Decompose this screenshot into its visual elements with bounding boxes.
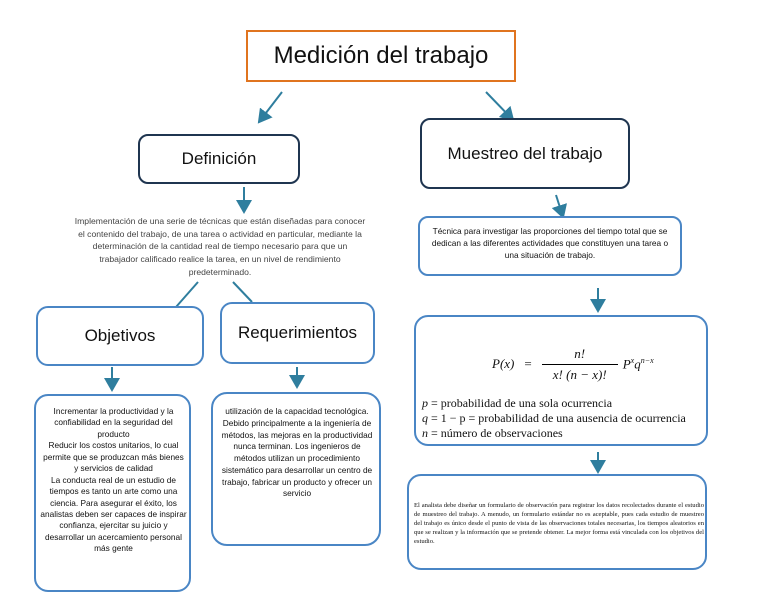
def-symbol: p: [422, 396, 428, 410]
requerimientos-box: Requerimientos: [220, 302, 375, 364]
formula-p: P: [622, 356, 631, 372]
title-box: Medición del trabajo: [246, 30, 516, 82]
formula-box: P(x) = n! x! (n − x)! Pxqn−x p = probabi…: [414, 315, 708, 446]
def-symbol: n: [422, 426, 428, 440]
muestreo-text: Técnica para investigar las proporciones…: [431, 226, 669, 261]
objetivos-box: Objetivos: [36, 306, 204, 366]
def-desc: = número de observaciones: [431, 426, 563, 440]
formula-tail: Pxqn−x: [623, 356, 654, 372]
formula-exp-x: x: [630, 355, 635, 365]
def-symbol: q: [422, 411, 428, 425]
objetivo-item: Incrementar la productividad y la confia…: [53, 406, 174, 439]
formula: P(x) = n! x! (n − x)! Pxqn−x: [492, 341, 654, 387]
def-row: q = 1 − p = probabilidad de una ausencia…: [422, 411, 686, 426]
fraction-bar: [541, 363, 618, 365]
requerimientos-label: Requerimientos: [237, 323, 358, 342]
objetivos-list: Incrementar la productividad y la confia…: [40, 406, 187, 555]
def-row: p = probabilidad de una sola ocurrencia: [422, 396, 686, 411]
requerimientos-text: utilización de la capacidad tecnológica.…: [221, 406, 373, 499]
def-row: n = número de observaciones: [422, 426, 686, 441]
formula-numerator: n!: [574, 345, 586, 361]
muestreo-paragraph: El analista debe diseñar un formulario d…: [414, 502, 704, 545]
formula-denominator: x! (n − x)!: [552, 366, 607, 382]
muestreo-text-box: Técnica para investigar las proporciones…: [418, 216, 682, 276]
arrow-title-to-definicion: [257, 91, 283, 124]
muestreo-label: Muestreo del trabajo: [447, 143, 603, 163]
paragraph-box: El analista debe diseñar un formulario d…: [407, 474, 707, 570]
objetivo-item: La conducta real de un estudio de tiempo…: [40, 474, 187, 554]
requerimientos-text-box: utilización de la capacidad tecnológica.…: [211, 392, 381, 546]
formula-fraction: n! x! (n − x)!: [541, 345, 618, 383]
formula-defs: p = probabilidad de una sola ocurrencia …: [422, 396, 686, 441]
objetivos-label: Objetivos: [84, 326, 156, 345]
def-desc: = probabilidad de una sola ocurrencia: [431, 396, 613, 410]
objetivos-list-box: Incrementar la productividad y la confia…: [34, 394, 191, 592]
formula-lhs: P(x): [492, 356, 515, 371]
objetivo-item: Reducir los costos unitarios, lo cual pe…: [43, 440, 184, 474]
muestreo-box: Muestreo del trabajo: [420, 118, 630, 189]
definicion-box: Definición: [138, 134, 300, 184]
definicion-label: Definición: [181, 149, 257, 168]
page-title: Medición del trabajo: [273, 42, 489, 69]
formula-exp-nx: n−x: [640, 355, 654, 365]
def-desc: = 1 − p = probabilidad de una ausencia d…: [431, 411, 686, 425]
line-text-to-requerimientos: [232, 281, 253, 303]
definicion-text: Implementación de una serie de técnicas …: [74, 216, 366, 277]
formula-equals: =: [524, 356, 532, 371]
formula-q: q: [634, 356, 641, 372]
arrow-muestreo-to-text: [551, 194, 567, 219]
arrow-title-to-muestreo: [485, 91, 515, 122]
line-text-to-objetivos: [175, 281, 199, 308]
